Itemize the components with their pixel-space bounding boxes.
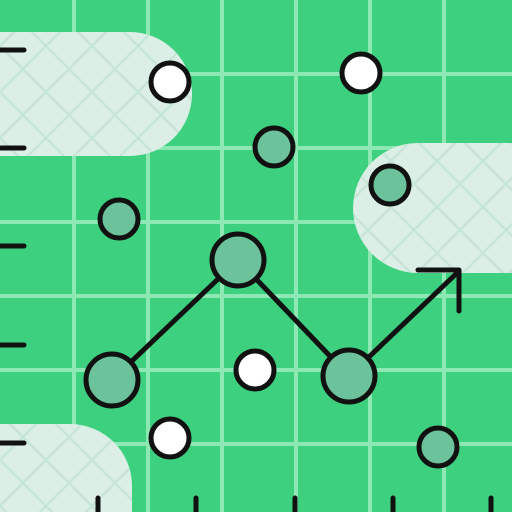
trend-node — [83, 351, 141, 409]
trend-arrow-head — [415, 267, 462, 314]
point-white — [339, 51, 383, 95]
trend-node — [209, 231, 267, 289]
point-green — [97, 197, 141, 241]
trend-line — [109, 257, 462, 383]
point-green — [252, 125, 296, 169]
point-white — [148, 416, 192, 460]
trend-nodes — [83, 231, 378, 409]
trend-node — [320, 347, 378, 405]
point-green — [368, 163, 412, 207]
y-axis-ticks — [0, 47, 27, 446]
point-white — [148, 60, 192, 104]
scatter-points — [97, 51, 460, 469]
x-axis-ticks — [95, 495, 494, 512]
point-green — [416, 425, 460, 469]
overlay-shapes — [0, 32, 512, 512]
point-white — [233, 348, 277, 392]
